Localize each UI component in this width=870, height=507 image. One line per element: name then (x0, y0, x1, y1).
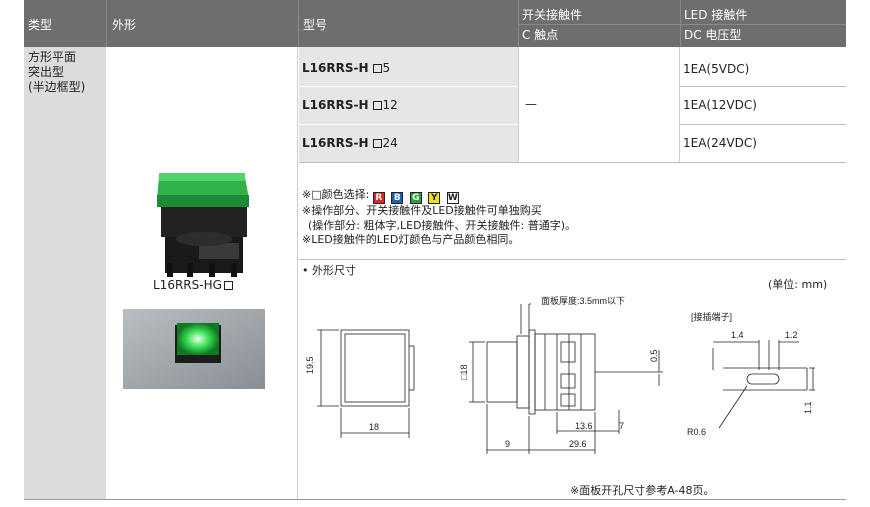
header-divider (518, 0, 519, 47)
dim-0-5: 0.5 (649, 349, 659, 362)
header-divider (106, 0, 107, 47)
led-cell: 1EA(5VDC) (683, 62, 750, 76)
dim-r0-6: R0.6 (687, 427, 706, 437)
switch-cell: — (518, 47, 680, 162)
color-box-y: Y (428, 192, 441, 204)
note-line-2: ※操作部分、开关接触件及LED接触件可单独购买 (302, 204, 542, 217)
dim-7: 7 (619, 421, 624, 431)
appearance-cell: L16RRS-HG (107, 47, 298, 499)
dim-18-h: 18 (369, 422, 379, 432)
dim-13-6: 13.6 (575, 421, 593, 431)
color-box-r: R (372, 192, 385, 204)
note-line-4: ※LED接触件的LED灯颜色与产品颜色相同。 (302, 233, 520, 246)
type-label-2: 突出型 (28, 65, 65, 79)
dimension-drawing: 19.5 18 □18 面板厚度:3.5mm以下 9 29.6 13.6 7 0… (305, 295, 815, 454)
dim-19-5: 19.5 (305, 356, 315, 374)
dim-panel-thickness: 面板厚度:3.5mm以下 (541, 295, 625, 306)
table-header: 类型 外形 型号 开关接触件 C 触点 LED 接触件 DC 电压型 (24, 0, 846, 47)
dim-18-v: □18 (459, 365, 469, 380)
row-divider (680, 86, 846, 87)
notes-block: ※□颜色选择: R B G Y W ※操作部分、开关接触件及LED接触件可单独购… (302, 188, 576, 248)
header-led-contact: LED 接触件 (684, 8, 748, 22)
dim-1-2: 1.2 (785, 330, 798, 340)
footer-note: ※面板开孔尺寸参考A-48页。 (570, 484, 715, 497)
color-select-line: ※□颜色选择: R B G Y W (302, 188, 459, 204)
product-caption: L16RRS-HG (153, 278, 234, 292)
type-label-3: (半边框型) (28, 80, 86, 94)
color-box-b: B (391, 192, 404, 204)
dim-9: 9 (505, 439, 510, 449)
product-photo-lit (123, 309, 265, 389)
row-divider (299, 86, 518, 87)
terminal-label: [接插端子] (691, 311, 732, 322)
dimensions-title: • 外形尺寸 (302, 264, 356, 277)
header-switch-contact-sub: C 触点 (522, 28, 559, 42)
row-divider (299, 162, 846, 163)
dim-1-1: 1.1 (803, 401, 813, 414)
note-line-3: (操作部分: 粗体字,LED接触件、开关接触件: 普通字)。 (308, 218, 577, 232)
header-switch-contact: 开关接触件 (522, 8, 583, 22)
color-box-w: W (446, 192, 459, 204)
header-type: 类型 (28, 18, 53, 32)
led-cell: 1EA(24VDC) (683, 136, 757, 150)
product-image (157, 173, 249, 277)
dim-29-6: 29.6 (569, 439, 587, 449)
switch-value: — (525, 97, 537, 111)
header-divider (680, 0, 681, 47)
dim-1-4: 1.4 (731, 330, 744, 340)
row-divider (24, 499, 846, 500)
color-box-g: G (409, 192, 422, 204)
led-cell: 1EA(12VDC) (683, 98, 757, 112)
row-divider (680, 124, 846, 125)
unit-label: (单位: mm) (768, 278, 828, 291)
header-led-contact-sub: DC 电压型 (684, 28, 742, 42)
row-divider (299, 124, 518, 125)
header-divider (518, 24, 846, 25)
row-divider (299, 259, 846, 260)
type-cell: 方形平面 突出型 (半边框型) (24, 47, 106, 499)
header-model: 型号 (303, 18, 328, 32)
type-label-1: 方形平面 (28, 50, 77, 64)
header-appearance: 外形 (112, 18, 137, 32)
header-divider (298, 0, 299, 47)
